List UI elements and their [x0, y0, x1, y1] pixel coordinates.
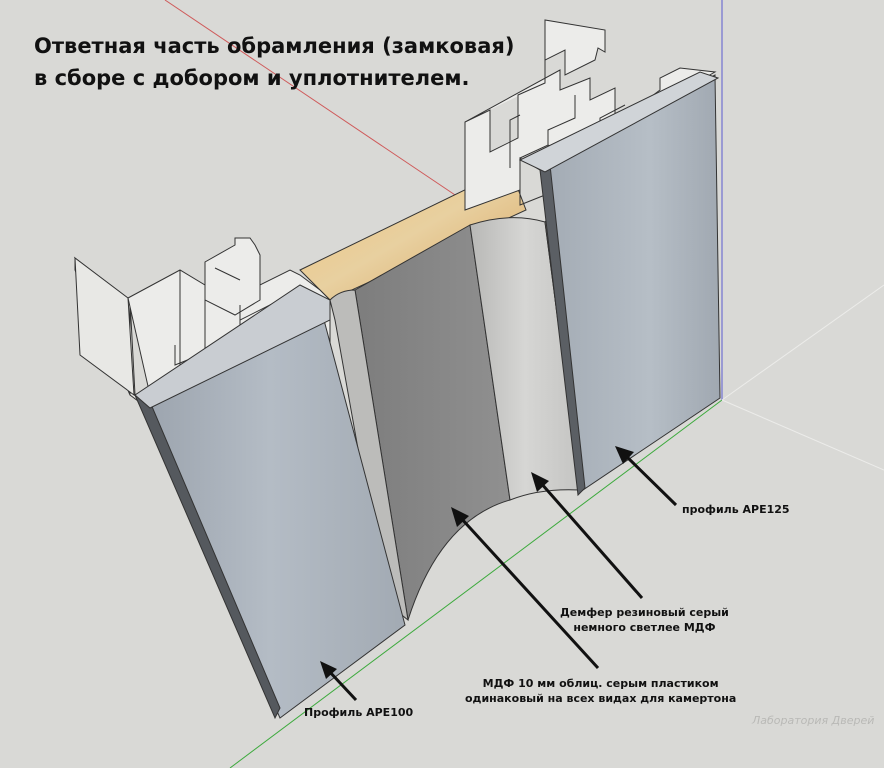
profile-ape100-top-lip [134, 284, 331, 409]
mdf-panel [354, 224, 511, 621]
diagram-title: Ответная часть обрамления (замковая) в с… [34, 30, 514, 94]
axis-red-line [164, 0, 471, 206]
arrow-damper [531, 472, 644, 599]
axis-light-line [721, 284, 884, 401]
title-line-1: Ответная часть обрамления (замковая) [34, 34, 515, 58]
label-mdf: МДФ 10 мм облиц. серым пластиком одинако… [465, 677, 737, 705]
axis-light-line-2 [721, 399, 884, 471]
arrow-profile-ape125 [615, 446, 678, 507]
label-profile-ape125: профиль APE125 [682, 503, 790, 516]
arrow-mdf [451, 507, 600, 670]
title-line-2: в сборе с добором и уплотнителем. [34, 66, 470, 90]
profile-ape100-back-wall [74, 256, 135, 397]
profile-ape125-top-lip [518, 71, 720, 173]
axis-green-line [229, 399, 723, 768]
label-profile-ape100: Профиль APE100 [304, 706, 414, 719]
label-damper: Демфер резиновый серый немного светлее М… [560, 606, 729, 634]
arrow-profile-ape100 [320, 661, 358, 702]
watermark-text: Лаборатория Дверей [752, 714, 875, 727]
